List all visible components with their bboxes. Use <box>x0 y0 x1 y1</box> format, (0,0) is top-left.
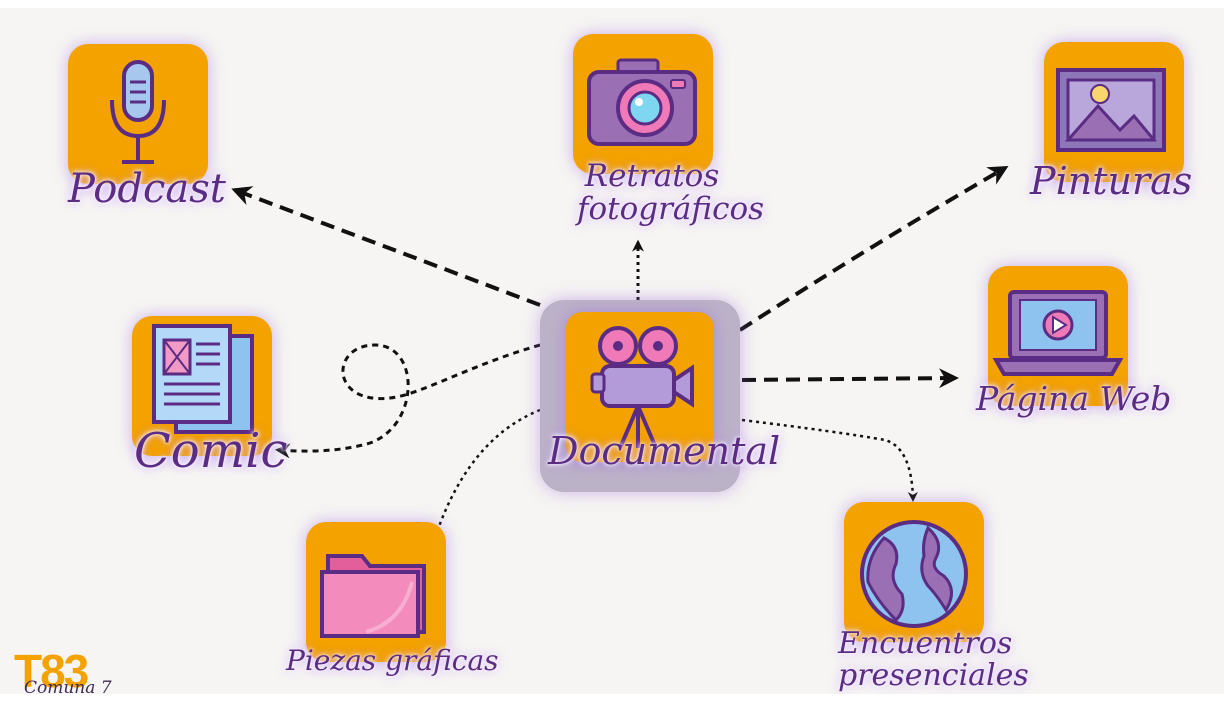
arrow-to-piezas <box>429 408 541 549</box>
globe-icon <box>860 520 968 628</box>
retratos-tile <box>573 34 713 174</box>
folder-icon <box>320 554 426 638</box>
film-camera-icon <box>590 326 694 449</box>
pinturas-tile <box>1044 42 1184 182</box>
arrow-to-encuentros <box>741 418 918 502</box>
node-encuentros: Encuentros presenciales <box>838 502 1029 691</box>
encuentros-tile <box>844 502 984 642</box>
node-piezas: Piezas gráficas <box>286 522 499 675</box>
podcast-tile <box>68 44 208 184</box>
retratos-label-line1: Retratos <box>584 158 720 194</box>
hub-documental: Documental <box>540 300 781 492</box>
node-comic: Comic <box>132 316 287 476</box>
piezas-tile <box>306 522 446 662</box>
camera-icon <box>587 58 697 146</box>
microphone-icon <box>110 60 166 164</box>
documental-tile <box>566 312 714 462</box>
arrow-to-pinturas <box>738 166 1009 332</box>
pagina-web-label: Página Web <box>976 379 1172 418</box>
node-podcast: Podcast <box>68 44 226 210</box>
arrow-to-podcast <box>231 186 541 307</box>
encuentros-label-line2: presenciales <box>838 657 1029 693</box>
encuentros-label: Encuentros presenciales <box>838 626 1029 693</box>
retratos-label-line2: fotográficos <box>577 190 765 227</box>
comic-label: Comic <box>134 423 288 479</box>
pinturas-label: Pinturas <box>1030 159 1193 203</box>
arrow-to-comic <box>275 343 541 459</box>
comic-tile <box>132 316 272 456</box>
brand-subtitle: Comuna 7 <box>24 678 112 698</box>
node-pinturas: Pinturas <box>1030 42 1192 201</box>
node-pagina-web: Página Web <box>976 266 1171 416</box>
document-pages-icon <box>152 324 254 434</box>
pagina-web-tile <box>988 266 1128 406</box>
podcast-label: Podcast <box>68 166 226 212</box>
piezas-label: Piezas gráficas <box>286 644 499 677</box>
picture-frame-icon <box>1056 68 1166 152</box>
arrow-to-pagina-web <box>741 368 959 389</box>
documental-label: Documental <box>548 429 781 473</box>
laptop-play-icon <box>992 290 1124 376</box>
brand-logo: T83 Comuna 7 <box>14 648 144 698</box>
brand-mark: T83 <box>14 645 89 697</box>
node-retratos: Retratos fotográficos <box>573 34 764 225</box>
retratos-label: Retratos fotográficos <box>577 158 765 227</box>
encuentros-label-line1: Encuentros <box>838 626 1013 661</box>
